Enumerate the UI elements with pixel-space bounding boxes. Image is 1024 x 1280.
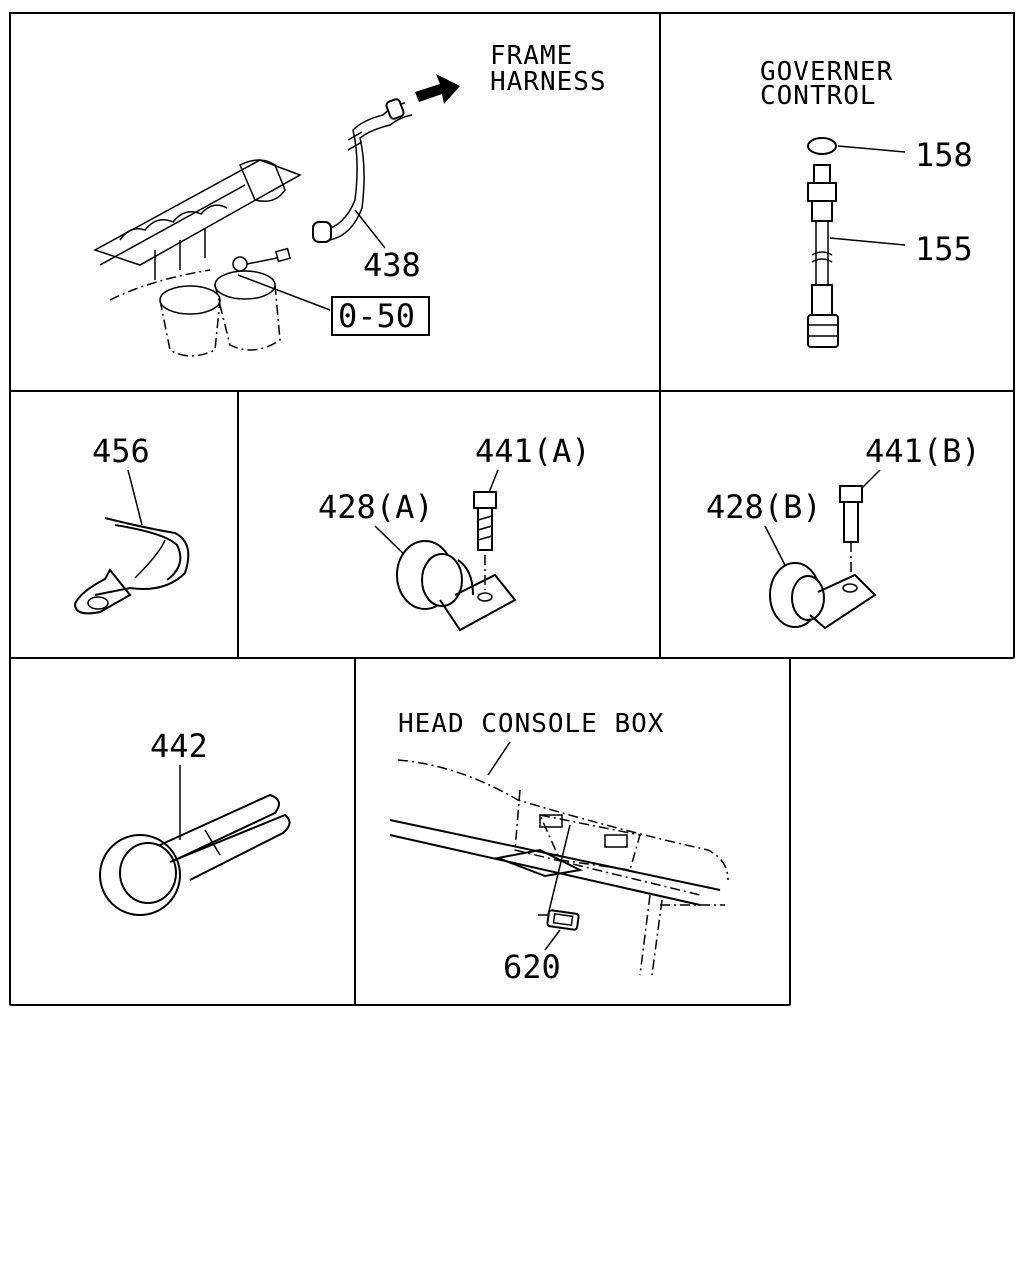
leader-0-50 [237,274,331,311]
panel-clamp-b: 441(B) 428(B) [706,432,981,630]
head-console-illustration [389,759,729,976]
clamp-442-illustration [99,793,291,916]
o-ring-158 [807,137,837,155]
label-441a: 441(A) [475,432,591,470]
frame-caption-2: HARNESS [490,67,607,97]
label-438: 438 [363,246,421,284]
clip-620-illustration [546,909,580,931]
label-442: 442 [150,727,208,765]
governor-cable-155 [807,164,839,348]
label-158: 158 [915,136,973,174]
label-620: 620 [503,948,561,986]
label-ref-0-50: 0-50 [338,297,415,335]
panel-frame-harness: FRAME HARNESS 438 0-50 [93,41,607,357]
harness-438-illustration [312,98,413,249]
ref-box [331,296,430,336]
bolt-441a-illustration [473,491,497,590]
label-441b: 441(B) [865,432,981,470]
engine-filter-illustration [93,159,331,357]
clamp-428b-illustration [769,562,877,630]
bolt-441b-illustration [839,485,863,580]
leader-438 [354,209,386,249]
panel-head-console: HEAD CONSOLE BOX 620 [389,709,729,986]
label-155: 155 [915,230,973,268]
panel-clip-456: 456 [73,432,190,615]
governor-caption-1: GOVERNER [760,57,893,87]
clip-456-illustration [73,517,190,615]
label-428a: 428(A) [318,488,434,526]
clamp-428a-illustration [396,540,517,632]
panel-clamp-442: 442 [99,727,291,916]
label-428b: 428(B) [706,488,822,526]
arrow-to-frame-icon [415,74,460,104]
frame-caption-1: FRAME [490,41,573,71]
panel-grid [9,12,1015,1006]
label-456: 456 [92,432,150,470]
governor-caption-2: CONTROL [760,81,877,111]
panel-governor-control: GOVERNER CONTROL 158 155 [760,57,973,348]
console-caption: HEAD CONSOLE BOX [398,709,664,739]
panel-clamp-a: 441(A) 428(A) [318,432,591,632]
